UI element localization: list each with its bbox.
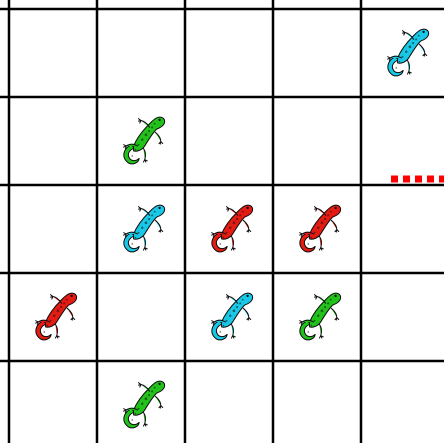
board-cell-r0-c1[interactable] bbox=[97, 9, 185, 97]
board-cell-r4-c3[interactable] bbox=[273, 361, 361, 443]
board-cell-r1-c0[interactable] bbox=[9, 97, 97, 185]
board-cell-r2-c0[interactable] bbox=[9, 185, 97, 273]
board-cell-r1-c2[interactable] bbox=[185, 97, 273, 185]
board-cell-r1-c4[interactable] bbox=[361, 97, 444, 185]
board-cell-r1-c3[interactable] bbox=[273, 97, 361, 185]
board-cell-r4-c4[interactable] bbox=[361, 361, 444, 443]
board-cell-r2-c4[interactable] bbox=[361, 185, 444, 273]
board-cell-r0-c2[interactable] bbox=[185, 9, 273, 97]
board-cell-r4-c0[interactable] bbox=[9, 361, 97, 443]
board-cell-r0-c3[interactable] bbox=[273, 9, 361, 97]
board-cell-r3-c1[interactable] bbox=[97, 273, 185, 361]
board-cell-r4-c2[interactable] bbox=[185, 361, 273, 443]
board-cell-r0-c0[interactable] bbox=[9, 9, 97, 97]
board-cell-r3-c4[interactable] bbox=[361, 273, 444, 361]
